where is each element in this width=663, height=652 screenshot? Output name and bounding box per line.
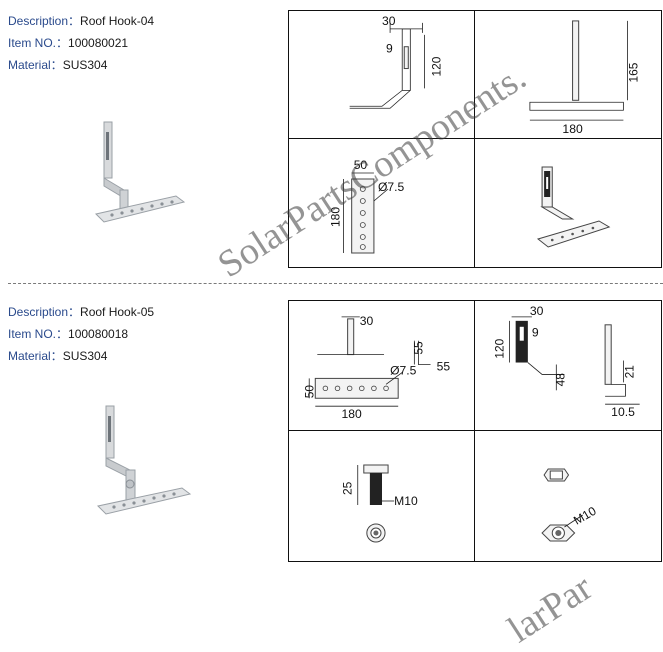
- dim-label: 50: [354, 158, 368, 172]
- dim-label: 30: [530, 304, 544, 318]
- dim-label: 10.5: [611, 405, 635, 419]
- dim-label: 55: [411, 341, 425, 355]
- dim-label: 30: [382, 14, 396, 28]
- product-1-drawing-front-view: 165 180: [475, 11, 661, 139]
- description-label: Description：: [8, 305, 81, 319]
- material-label: Material：: [8, 349, 63, 363]
- dim-label: 25: [341, 481, 355, 495]
- dim-label: 21: [622, 365, 636, 379]
- section-divider: [8, 283, 663, 284]
- dim-label: 180: [342, 407, 363, 421]
- product-2-drawing-grid: 30 55 55 Ø7.5 50 180 30 9: [288, 300, 662, 562]
- product-2-item-no: 100080018: [68, 327, 129, 341]
- dim-label: 50: [302, 385, 316, 399]
- material-label: Material：: [8, 58, 63, 72]
- dim-label: 9: [532, 326, 539, 340]
- product-1-drawing-plate-view: 50 Ø7.5 180: [289, 139, 475, 267]
- product-1-item-no: 100080021: [68, 36, 129, 50]
- dim-label: 120: [492, 338, 506, 358]
- product-1-material: SUS304: [62, 58, 108, 72]
- dim-label: 180: [328, 207, 342, 227]
- product-2-photo: [96, 405, 192, 515]
- product-2-drawing-nut-view: M10: [475, 431, 661, 561]
- product-1-drawing-side-view: 30 9 120: [289, 11, 475, 139]
- watermark-corner: larPar: [500, 566, 600, 652]
- product-2-drawing-bolt-view: 25 M10: [289, 431, 475, 561]
- product-1-specs: Description：Roof Hook-04 Item NO.：100080…: [8, 10, 154, 76]
- product-1-photo: [95, 121, 186, 223]
- product-2-description: Roof Hook-05: [80, 305, 155, 319]
- dim-label: 30: [360, 314, 374, 328]
- dim-label: M10: [571, 504, 599, 528]
- dim-label: 9: [386, 42, 393, 56]
- product-1-drawing-grid: 30 9 120 165 180 50 Ø7.5 180: [288, 10, 662, 268]
- product-1-description: Roof Hook-04: [80, 14, 155, 28]
- product-2-drawing-plate-view: 30 55 55 Ø7.5 50 180: [289, 301, 475, 431]
- dim-label: 165: [626, 62, 640, 82]
- dim-label: 55: [437, 360, 451, 374]
- dim-label: Ø7.5: [390, 364, 417, 378]
- item-no-label: Item NO.：: [8, 327, 69, 341]
- dim-label: 120: [430, 56, 444, 76]
- dim-label: 180: [562, 122, 583, 136]
- product-2-material: SUS304: [62, 349, 108, 363]
- dim-label: Ø7.5: [378, 180, 405, 194]
- dim-label: 48: [553, 373, 567, 387]
- dim-label: M10: [394, 494, 418, 508]
- product-2-drawing-side-view: 30 9 120 48 21 10.5: [475, 301, 661, 431]
- product-1-drawing-3d-view: [475, 139, 661, 267]
- product-2-specs: Description：Roof Hook-05 Item NO.：100080…: [8, 301, 154, 367]
- item-no-label: Item NO.：: [8, 36, 69, 50]
- description-label: Description：: [8, 14, 81, 28]
